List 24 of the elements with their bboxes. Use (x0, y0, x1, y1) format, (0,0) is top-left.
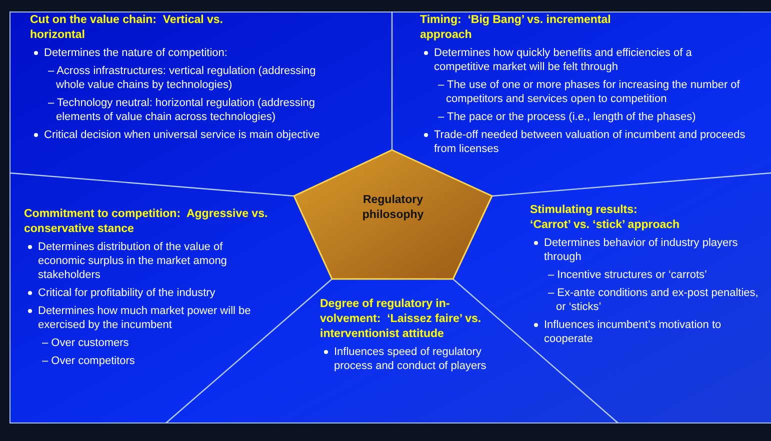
section-heading: Timing: ‘Big Bang’ vs. incremental approach (420, 13, 612, 43)
bullet-text: Determines behavior of industry players through (544, 236, 739, 264)
sub-bullet-text: – Ex-ante conditions and ex-post penalties, or ‘sticks’ (548, 286, 760, 314)
sub-bullet-text: – The use of one or more phases for increasing the number of competitors and services open to competition (438, 78, 741, 106)
section-heading: Stimulating results: ‘Carrot’ vs. ‘stick’ approach (530, 203, 680, 233)
bullet-text: Determines how quickly benefits and efficiencies of a competitive market will be felt through (434, 46, 693, 74)
bullet-text: Influences speed of regulatory process and conduct of players (334, 345, 488, 373)
section-heading: Commitment to competition: Aggressive vs. conservative stance (24, 207, 269, 237)
bullet-text: Determines how much market power will be exercised by the incumbent (38, 304, 252, 332)
section-heading: Degree of regulatory in-volvement: ‘Laissez faire’ vs. interventionist attitude (320, 297, 482, 342)
section-heading: Cut on the value chain: Vertical vs. horizontal (30, 13, 224, 43)
bullet-text: Trade-off needed between valuation of incumbent and proceeds from licenses (434, 128, 746, 156)
bullet-text: Critical decision when universal service is main objective (44, 128, 321, 142)
bullet-text: Influences incumbent’s motivation to cooperate (544, 318, 722, 346)
sub-bullet-text: – Over competitors (42, 354, 136, 368)
sub-bullet-text: – Over customers (42, 336, 130, 350)
sub-bullet-text: – Across infrastructures: vertical regulation (addressing whole value chains by technologies) (48, 64, 317, 92)
bullet-text: Determines the nature of competition: (44, 46, 228, 60)
sub-bullet-text: – Incentive structures or ‘carrots’ (548, 268, 708, 282)
bullet-text: Determines distribution of the value of economic surplus in the market among stakeholders (38, 240, 228, 282)
center-label: Regulatory philosophy (361, 192, 425, 222)
sub-bullet-text: – Technology neutral: horizontal regulation (addressing elements of value chain across technologies) (48, 96, 316, 124)
bullet-text: Critical for profitability of the industry (38, 286, 216, 300)
sub-bullet-text: – The pace or the process (i.e., length of the phases) (438, 110, 697, 124)
